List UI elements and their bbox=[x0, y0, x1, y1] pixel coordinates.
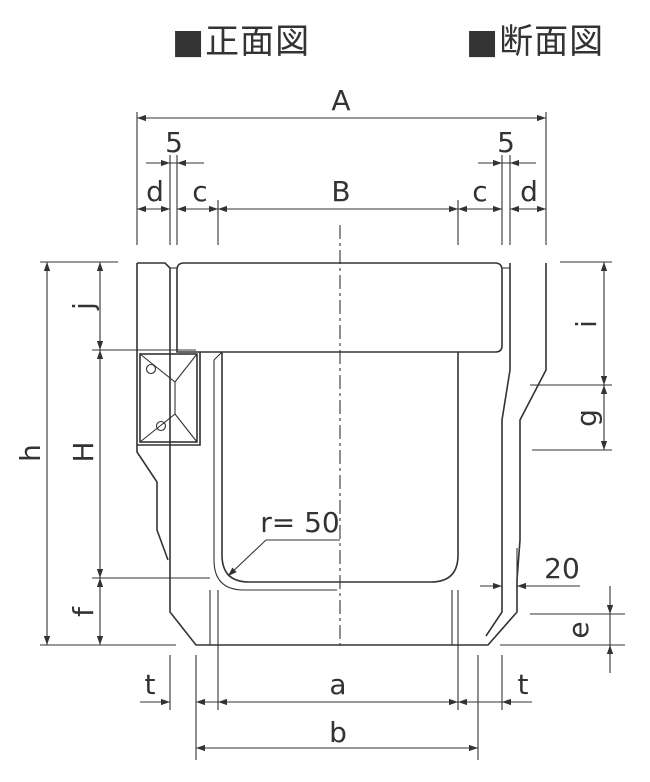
support-frame bbox=[137, 352, 201, 446]
label-g: g bbox=[570, 409, 603, 427]
label-e: e bbox=[562, 621, 595, 638]
dimension-lines bbox=[43, 114, 614, 752]
section-view-title: ■断面図 bbox=[466, 22, 605, 62]
label-d-right: d bbox=[520, 175, 538, 208]
left-outer-wall bbox=[137, 262, 337, 646]
label-c-right: c bbox=[472, 175, 487, 208]
extension-lines bbox=[40, 112, 625, 760]
dimension-labels: A 5 5 d c B c d h j H f i g e 20 r= 50 t… bbox=[14, 84, 603, 749]
label-t-left: t bbox=[145, 668, 156, 701]
label-b: b bbox=[329, 716, 347, 749]
bolt-box bbox=[139, 353, 198, 443]
label-h: h bbox=[14, 444, 47, 462]
label-5-left: 5 bbox=[165, 126, 183, 159]
bolt-hole-top bbox=[145, 363, 157, 375]
label-a: a bbox=[329, 668, 346, 701]
label-f: f bbox=[67, 606, 100, 617]
left-wall-profile bbox=[136, 263, 169, 561]
label-i: i bbox=[570, 320, 603, 328]
label-B: B bbox=[331, 175, 350, 208]
right-outer-wall bbox=[337, 263, 547, 646]
label-c-left: c bbox=[192, 175, 207, 208]
front-view-title: ■正面図 bbox=[172, 22, 311, 62]
inner-basin-wall bbox=[213, 360, 337, 591]
label-20: 20 bbox=[544, 552, 580, 585]
label-t-right: t bbox=[518, 668, 529, 701]
label-j: j bbox=[67, 302, 100, 311]
lid bbox=[176, 262, 503, 353]
bolt-hole-bottom bbox=[155, 420, 167, 432]
body-outline bbox=[136, 225, 547, 646]
label-radius: r= 50 bbox=[260, 506, 340, 539]
right-inner-wall bbox=[485, 263, 511, 637]
label-d-left: d bbox=[146, 175, 164, 208]
label-H: H bbox=[67, 441, 100, 462]
label-A: A bbox=[331, 84, 350, 117]
label-5-right: 5 bbox=[497, 126, 515, 159]
